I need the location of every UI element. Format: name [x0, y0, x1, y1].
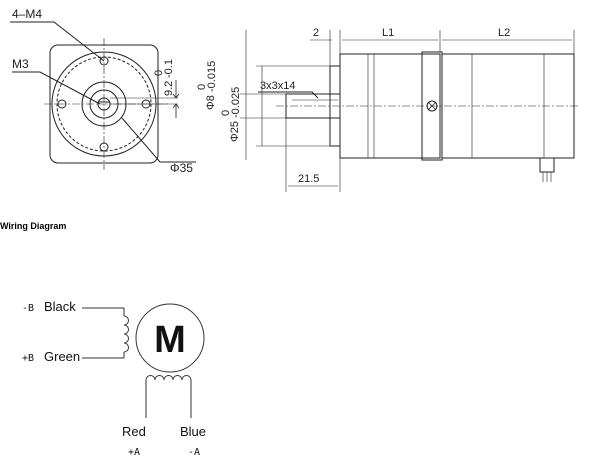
flat-dim-value: 9.2: [163, 81, 175, 96]
label-flange: 2: [313, 27, 319, 39]
label-shaft-length: 21.5: [298, 173, 319, 185]
label-set-screw: M3: [12, 57, 29, 71]
cable-exit: [539, 157, 555, 173]
leader-bolt-holes: [10, 21, 105, 62]
label-l2: L2: [498, 27, 510, 39]
sign-plus-b: +B: [22, 353, 34, 364]
side-view: [240, 30, 580, 192]
shaft-dia-lower: -0.015: [206, 61, 218, 92]
flat-dim-arrow: [172, 80, 180, 118]
leader-pilot: [121, 117, 196, 163]
winding-b-coil: [123, 315, 129, 353]
flat-dim-lower: -0.1: [163, 59, 175, 78]
label-l1: L1: [382, 27, 394, 39]
shaft-dia-value: Φ8: [205, 95, 217, 110]
motor-symbol: [135, 303, 205, 373]
wiring-diagram: M -B Black +B Green Red Blue +A -A: [22, 299, 206, 458]
front-view: [10, 21, 196, 170]
flat-dim-upper: 0: [153, 70, 165, 76]
motor-letter: M: [154, 319, 186, 361]
sign-minus-a: -A: [188, 447, 200, 458]
boss-dia-value: Φ25: [229, 121, 241, 142]
wire-label-red: Red: [122, 424, 146, 439]
boss-dia-lower: -0.025: [230, 87, 242, 118]
leader-key: [258, 91, 319, 99]
sign-plus-a: +A: [128, 447, 140, 458]
wiring-diagram-title: Wiring Diagram: [0, 221, 67, 231]
boss-dia-upper: 0: [220, 110, 232, 116]
shaft-dia-upper: 0: [196, 84, 208, 90]
motor-dimension-drawing: 4–M4 M3 Φ35 9.2 0 -0.1: [10, 7, 580, 192]
winding-a-coil: [145, 375, 192, 381]
leader-set-screw: [12, 71, 101, 105]
label-bolt-holes: 4–M4: [12, 7, 42, 21]
label-pilot-diameter: Φ35: [170, 161, 193, 175]
wire-label-blue: Blue: [180, 424, 206, 439]
sign-minus-b: -B: [22, 303, 34, 314]
wire-label-green: Green: [44, 349, 80, 364]
label-key: 3x3x14: [260, 80, 295, 92]
wire-label-black: Black: [44, 299, 76, 314]
